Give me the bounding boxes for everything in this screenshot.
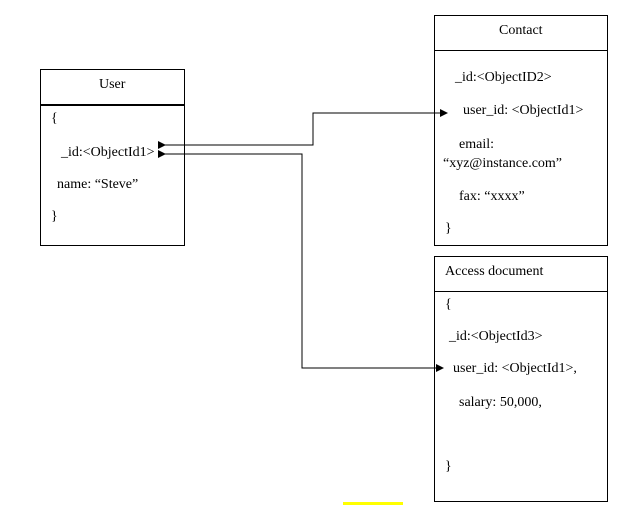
contact-close-brace: } [445,221,452,236]
contact-email-label: email: [459,137,494,152]
contact-box-title: Contact [499,23,543,38]
contact-email-value: “xyz@instance.com” [443,156,563,171]
access-box-header: Access document [435,257,607,292]
contact-box-header: Contact [435,16,607,51]
contact-document-box: Contact _id:<ObjectID2> user_id: <Object… [434,15,608,246]
user-close-brace: } [51,209,58,224]
access-box-title: Access document [445,264,544,279]
yellow-highlight-mark [343,502,403,505]
contact-fax-field: fax: “xxxx” [459,189,525,204]
contact-id-field: _id:<ObjectID2> [455,70,552,85]
access-id-field: _id:<ObjectId3> [449,329,543,344]
access-open-brace: { [445,297,452,312]
user-box-title: User [99,77,126,92]
user-open-brace: { [51,111,58,126]
access-user-id-field: user_id: <ObjectId1>, [453,361,577,376]
access-close-brace: } [445,459,452,474]
contact-user-id-field: user_id: <ObjectId1> [463,103,584,118]
access-document-box: Access document { _id:<ObjectId3> user_i… [434,256,608,502]
access-to-user-arrow [158,150,444,372]
user-box-header: User [41,70,184,106]
user-name-field: name: “Steve” [57,177,139,192]
access-salary-field: salary: 50,000, [459,395,542,410]
contact-to-user-arrow [158,109,448,149]
user-id-field: _id:<ObjectId1> [61,145,155,160]
